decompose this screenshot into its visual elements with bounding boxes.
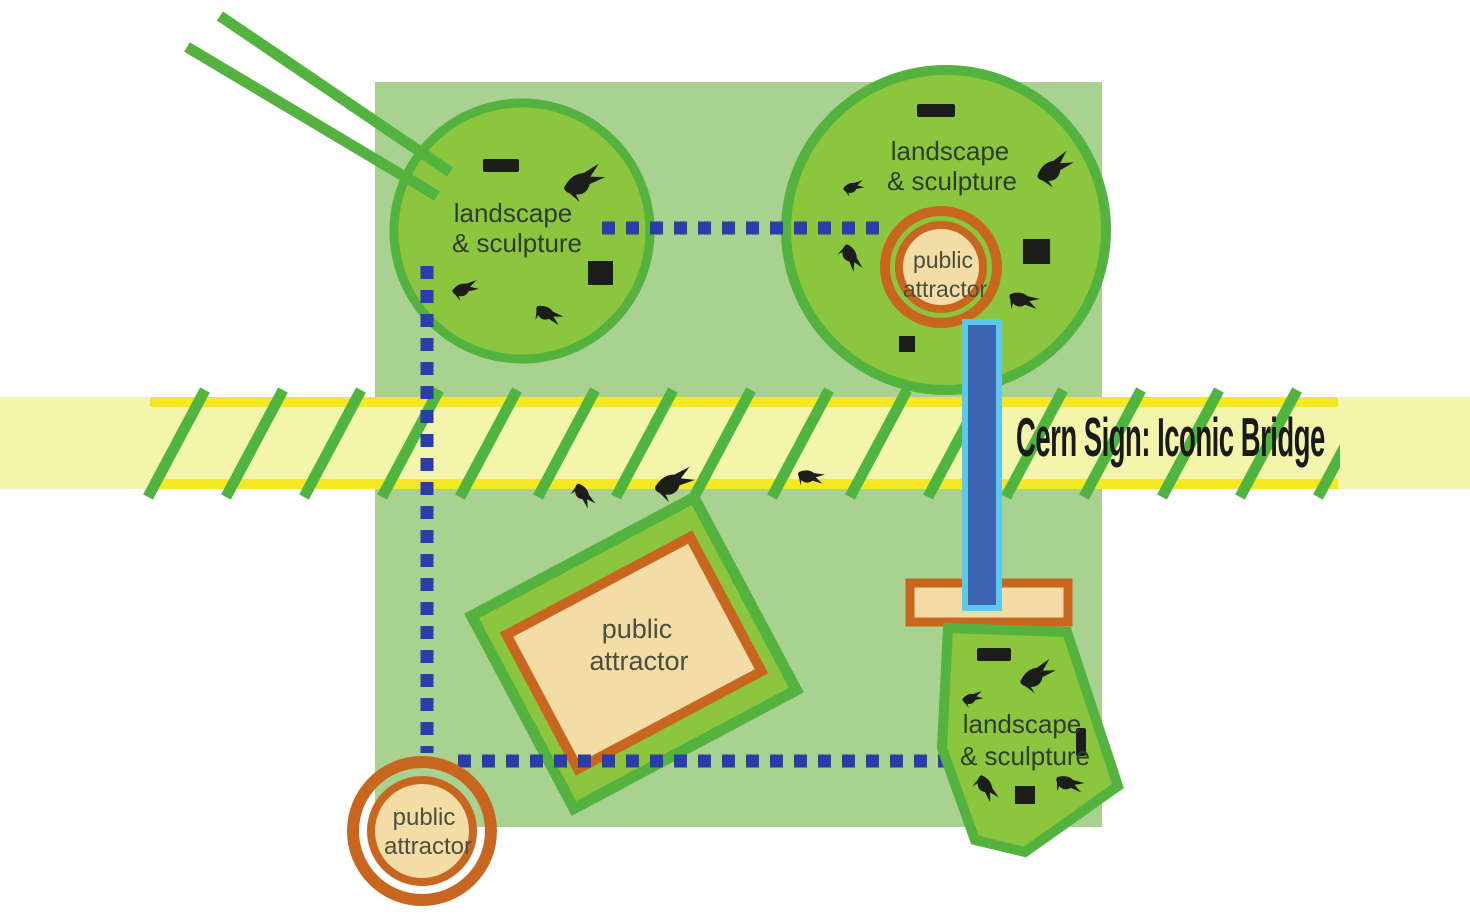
sculpture-square-marker — [899, 336, 915, 352]
zone-label-line1: landscape — [963, 709, 1082, 739]
zone-label-line2: & sculpture — [960, 741, 1090, 771]
bridge-title-group: Cern Sign: Iconic Bridge — [1016, 408, 1325, 469]
attractor-label-line2: attractor — [589, 646, 688, 676]
zone-label-line2: & sculpture — [452, 228, 582, 258]
sculpture-square-marker — [1023, 239, 1050, 264]
approach-line — [184, 42, 440, 201]
bridge-corridor-band — [0, 387, 1470, 500]
attractor-label-line1: public — [913, 247, 973, 273]
zone-label-line2: & sculpture — [887, 166, 1017, 196]
sculpture-square-marker — [1015, 786, 1035, 804]
attractor-building — [499, 530, 769, 776]
attractor-label-line1: public — [393, 804, 456, 831]
attractor-outer-ring — [880, 206, 1002, 328]
public-attractor-bottom-left: public attractor — [347, 756, 497, 906]
approach-line — [216, 11, 454, 177]
attractor-core — [367, 776, 477, 886]
landscape-zone-bottom-right: landscape & sculpture — [936, 622, 1124, 858]
sculpture-dash-marker — [1076, 728, 1086, 756]
attractor-core — [895, 221, 987, 313]
attractor-label-line2: attractor — [903, 276, 988, 302]
sculpture-dash-marker — [483, 159, 519, 172]
zone-label-line1: landscape — [891, 136, 1010, 166]
public-attractor-top: public attractor — [880, 206, 1002, 328]
zone-label-line1: landscape — [454, 198, 573, 228]
sculpture-square-marker — [588, 261, 613, 285]
iconic-bridge-bar — [962, 319, 1002, 611]
corridor-hatching — [143, 387, 1340, 500]
public-attractor-center: public attractor — [464, 490, 804, 816]
attractor-outer-ring — [347, 756, 497, 906]
attractor-label-line2: attractor — [384, 833, 472, 860]
corridor-edge-bottom — [150, 479, 1338, 489]
landscape-polygon — [936, 622, 1124, 858]
bridge-title: Cern Sign: Iconic Bridge — [1016, 408, 1325, 469]
attractor-label-line1: public — [602, 614, 673, 644]
sculpture-dash-marker — [977, 648, 1011, 661]
sculpture-dash-marker — [917, 104, 955, 117]
